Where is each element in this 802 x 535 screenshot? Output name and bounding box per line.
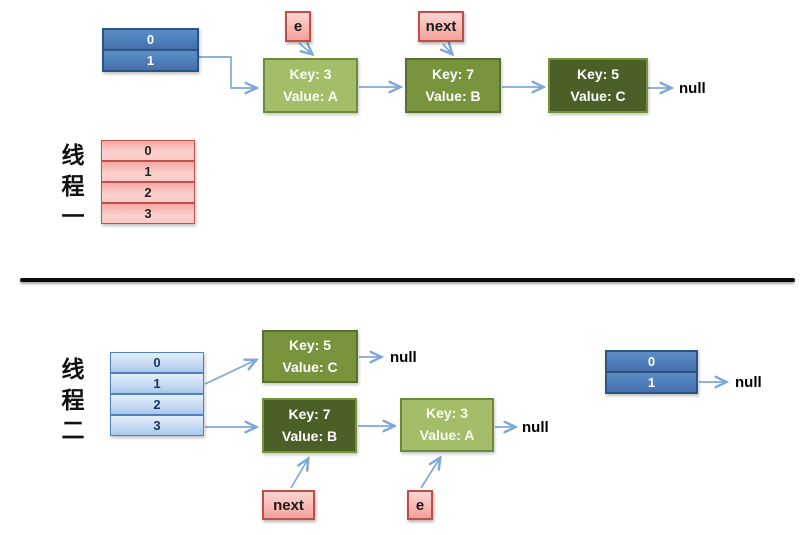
- t1-pointer-next: next: [418, 11, 464, 42]
- t2-hash-table: 0 1 2 3: [110, 352, 204, 436]
- t2-node-key7-key: Key: 7: [288, 405, 331, 422]
- t1-pointer-e: e: [285, 11, 311, 42]
- t2-hash-cell-0: 0: [111, 353, 203, 372]
- t1-hash-cell-3: 3: [102, 202, 194, 223]
- t2-node-key3-key: Key: 3: [425, 405, 469, 422]
- t2-bucket-cell-0: 0: [607, 352, 696, 371]
- t1-pointer-next-label: next: [425, 18, 457, 35]
- t2-node-key5: Key: 5 Value: C: [262, 330, 358, 383]
- arrow-t1-next-to-key7: [443, 44, 452, 54]
- arrow-t2-cell1-to-key5: [204, 360, 256, 385]
- t2-pointer-e-label: e: [415, 496, 425, 514]
- t2-null-label-3: null: [735, 374, 762, 391]
- t1-node-key7: Key: 7 Value: B: [405, 58, 501, 113]
- t1-node-key3: Key: 3 Value: A: [263, 58, 358, 113]
- arrow-t2-next-to-key7: [290, 459, 308, 489]
- t1-node-key5-value: Value: C: [570, 87, 626, 104]
- t1-node-key5-key: Key: 5: [576, 65, 620, 82]
- section-divider: [20, 278, 795, 282]
- t1-thread-label: 线程一: [61, 142, 85, 230]
- t2-pointer-next: next: [262, 490, 315, 520]
- t2-node-key3: Key: 3 Value: A: [400, 398, 494, 452]
- arrow-t2-e-to-key3: [420, 458, 440, 489]
- arrow-t1-bucket1-to-key3: [197, 56, 256, 88]
- t1-node-key5: Key: 5 Value: C: [548, 58, 648, 113]
- t2-node-key5-value: Value: C: [282, 358, 338, 375]
- t1-pointer-e-label: e: [293, 18, 303, 35]
- t2-bucket-table: 0 1: [605, 350, 698, 394]
- t2-node-key5-key: Key: 5: [288, 336, 332, 353]
- t2-bucket-cell-1: 1: [607, 371, 696, 392]
- t1-null-label: null: [679, 80, 706, 97]
- t1-hash-cell-0: 0: [102, 141, 194, 160]
- t1-hash-cell-1: 1: [102, 160, 194, 181]
- t2-hash-cell-1: 1: [111, 372, 203, 393]
- t1-bucket-cell-1: 1: [104, 49, 197, 70]
- t2-pointer-next-label: next: [273, 496, 304, 514]
- t1-node-key3-value: Value: A: [283, 87, 338, 104]
- t2-thread-label: 线程二: [61, 356, 85, 444]
- t2-node-key7: Key: 7 Value: B: [262, 398, 357, 453]
- arrow-t1-e-to-key3: [298, 43, 312, 54]
- t1-bucket-cell-0: 0: [104, 30, 197, 49]
- t2-node-key7-value: Value: B: [281, 427, 338, 444]
- t1-hash-table: 0 1 2 3: [101, 140, 195, 224]
- t1-node-key3-key: Key: 3: [289, 65, 332, 82]
- t1-bucket-table: 0 1: [102, 28, 199, 72]
- t2-hash-cell-3: 3: [111, 414, 203, 435]
- t2-null-label-2: null: [522, 419, 549, 436]
- t1-node-key7-value: Value: B: [425, 87, 481, 104]
- t2-node-key3-value: Value: A: [419, 427, 475, 443]
- t2-null-label-1: null: [390, 349, 417, 366]
- t2-pointer-e: e: [407, 490, 433, 520]
- t1-node-key7-key: Key: 7: [431, 65, 475, 82]
- t1-hash-cell-2: 2: [102, 181, 194, 202]
- t2-hash-cell-2: 2: [111, 393, 203, 414]
